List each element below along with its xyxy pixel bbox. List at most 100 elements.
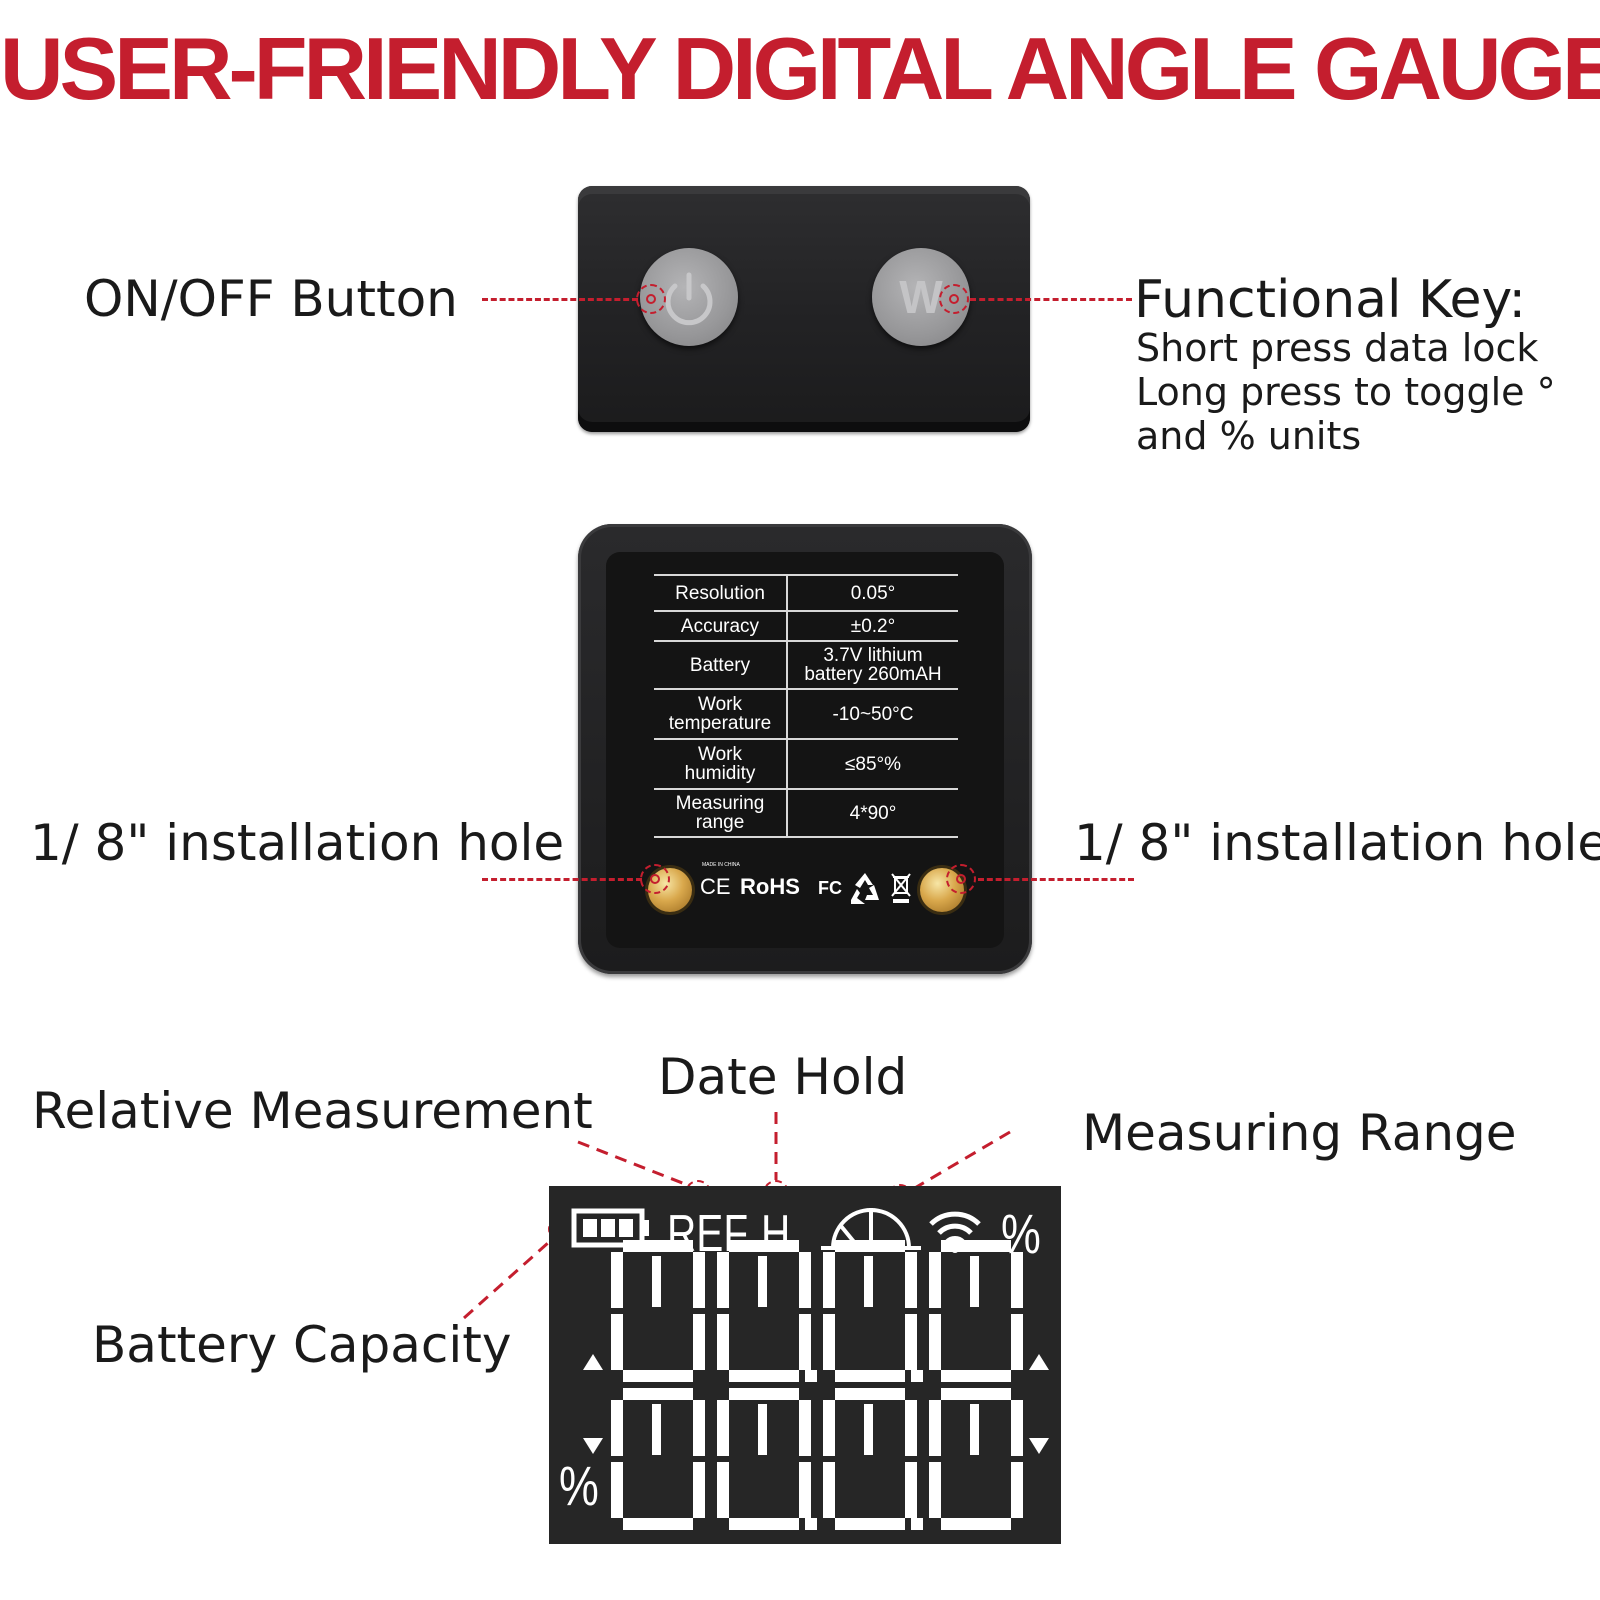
lcd-segment [1011, 1400, 1023, 1456]
lcd-segment [864, 1404, 873, 1455]
lcd-segment [693, 1252, 705, 1308]
function-key-label: W [899, 271, 943, 323]
lcd-segment [729, 1388, 799, 1400]
lcd-segment [717, 1314, 729, 1370]
functional-key-heading: Functional Key: [1134, 270, 1527, 330]
lcd-segment [652, 1256, 661, 1307]
power-icon [665, 272, 713, 326]
spec-value: 4*90° [787, 788, 958, 838]
spec-label-panel: Resolution 0.05° Accuracy ±0.2° Battery … [606, 552, 1004, 948]
functional-key-line: Long press to toggle ° [1136, 370, 1556, 414]
functional-key-line: Short press data lock [1136, 326, 1539, 370]
lcd-segment [799, 1314, 811, 1370]
lcd-segment [623, 1518, 693, 1530]
lcd-decimal-point [805, 1518, 817, 1530]
lcd-segment [623, 1388, 693, 1400]
lcd-decimal-point [911, 1518, 923, 1530]
on-off-leader [482, 298, 638, 301]
measuring-range-callout: Measuring Range [1082, 1104, 1517, 1162]
on-off-target-marker [636, 284, 666, 314]
spec-key: Accuracy [654, 610, 788, 641]
lcd-segment [717, 1462, 729, 1518]
spec-value: -10~50°C [787, 688, 958, 739]
page-title: USER-FRIENDLY DIGITAL ANGLE GAUGE [0, 19, 1600, 118]
lcd-segment [835, 1388, 905, 1400]
weee-bin-icon [891, 873, 911, 903]
lcd-segment [905, 1462, 917, 1518]
lcd-segment [729, 1370, 799, 1382]
recycle-icon [851, 873, 879, 904]
lcd-segment [823, 1314, 835, 1370]
lcd-segment [941, 1388, 1011, 1400]
spec-row: Accuracy ±0.2° [654, 610, 958, 641]
lcd-segment [623, 1240, 693, 1252]
lcd-display: REF H % % [549, 1186, 1061, 1544]
ce-mark: CE [700, 874, 731, 899]
lcd-segment [835, 1518, 905, 1530]
lcd-segment [1011, 1252, 1023, 1308]
date-hold-callout: Date Hold [658, 1048, 908, 1106]
device-back-view: Resolution 0.05° Accuracy ±0.2° Battery … [578, 524, 1032, 974]
lcd-segment [652, 1404, 661, 1455]
lcd-segment [823, 1252, 835, 1308]
install-hole-right-target-marker [946, 864, 976, 894]
relative-measurement-callout: Relative Measurement [32, 1082, 593, 1140]
lcd-segment [970, 1404, 979, 1455]
lcd-segment [693, 1462, 705, 1518]
rohs-mark: RoHS [740, 874, 800, 899]
lcd-segment [835, 1370, 905, 1382]
lcd-segment [611, 1252, 623, 1308]
lcd-segment [823, 1400, 835, 1456]
spec-table: Resolution 0.05° Accuracy ±0.2° Battery … [654, 574, 958, 838]
lcd-segment [941, 1518, 1011, 1530]
lcd-segment [717, 1400, 729, 1456]
lcd-segment [717, 1252, 729, 1308]
battery-capacity-leader [463, 1232, 559, 1320]
lcd-segment [905, 1400, 917, 1456]
battery-capacity-callout: Battery Capacity [92, 1316, 512, 1374]
arrow-up-icon [1029, 1354, 1049, 1370]
spec-value: 0.05° [787, 574, 958, 611]
lcd-segment [941, 1370, 1011, 1382]
lcd-segment [1011, 1462, 1023, 1518]
install-hole-left-target-marker [640, 864, 670, 894]
lcd-decimal-point [805, 1370, 817, 1382]
lcd-segment [1011, 1314, 1023, 1370]
functional-key-line: and % units [1136, 414, 1362, 458]
lcd-segment [835, 1240, 905, 1252]
lcd-segment [693, 1400, 705, 1456]
made-in-label: MADE IN CHINA [702, 862, 740, 868]
install-hole-left-callout: 1/ 8" installation hole [30, 814, 565, 872]
install-hole-right-leader [978, 878, 1134, 881]
lcd-segment [823, 1462, 835, 1518]
lcd-segment [758, 1256, 767, 1307]
measuring-range-leader [907, 1130, 1011, 1194]
lcd-segment [929, 1400, 941, 1456]
spec-key: Resolution [654, 574, 788, 611]
lcd-segment [623, 1370, 693, 1382]
spec-value: ≤85°% [787, 738, 958, 789]
lcd-segment [864, 1256, 873, 1307]
lcd-decimal-point [911, 1370, 923, 1382]
lcd-segment [611, 1314, 623, 1370]
lcd-segment [729, 1518, 799, 1530]
install-hole-right-callout: 1/ 8" installation hole [1074, 814, 1600, 872]
seven-segment-digits [611, 1240, 1023, 1536]
lcd-segment [611, 1462, 623, 1518]
install-hole-left-leader [482, 878, 642, 881]
arrow-down-icon [1029, 1438, 1049, 1454]
on-off-callout: ON/OFF Button [84, 270, 458, 328]
lcd-segment [729, 1240, 799, 1252]
functional-key-description: Short press data lock Long press to togg… [1136, 326, 1556, 458]
spec-row: Resolution 0.05° [654, 574, 958, 611]
lcd-segment [758, 1404, 767, 1455]
battery-icon [571, 1208, 649, 1248]
lcd-segment [799, 1462, 811, 1518]
spec-key: Battery [654, 640, 788, 689]
